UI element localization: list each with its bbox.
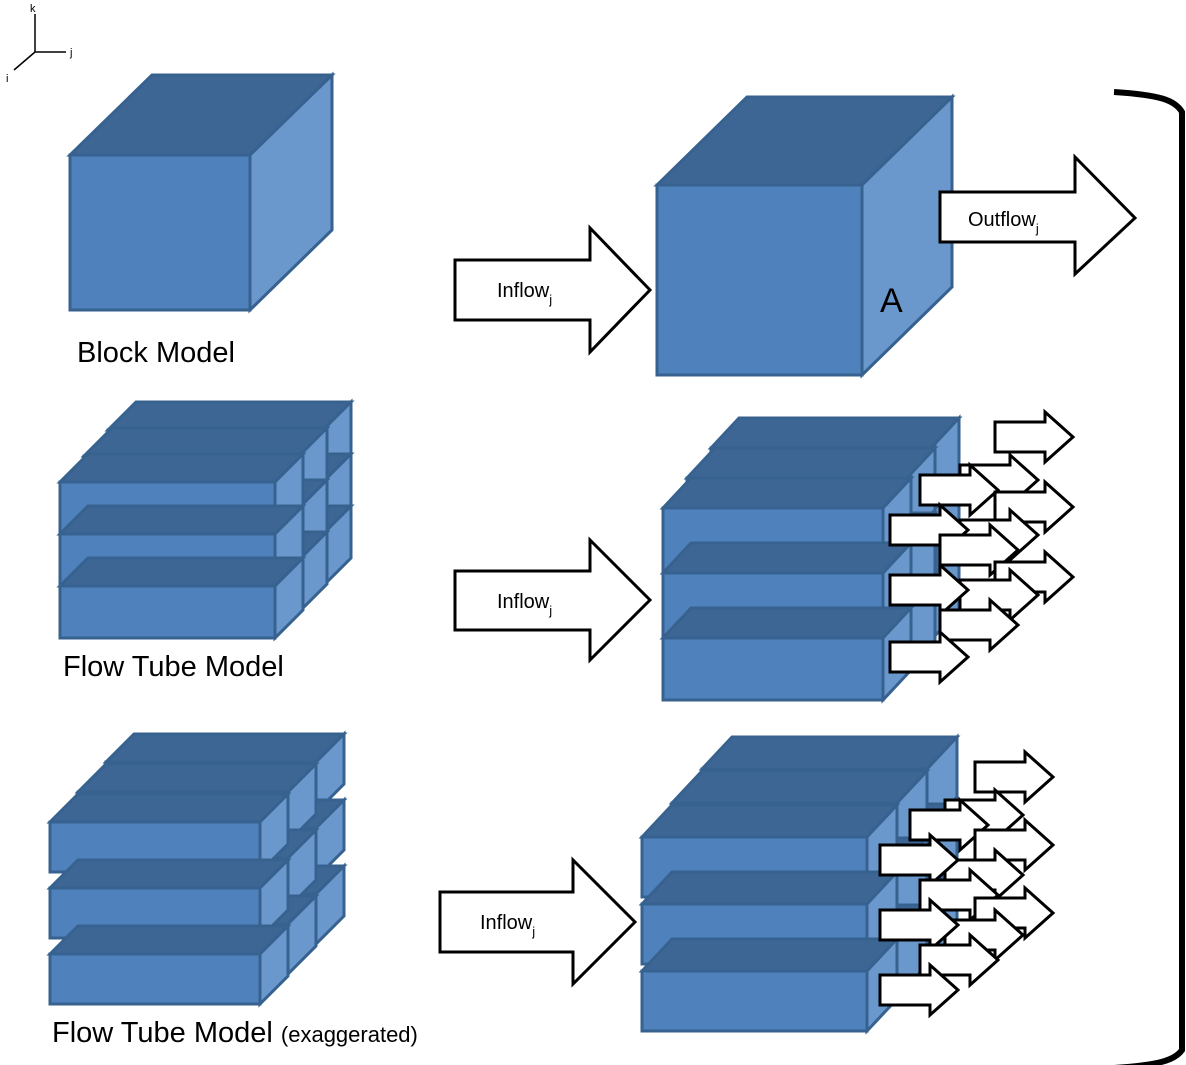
tube-box-top <box>668 769 931 805</box>
outflow-arrow-group <box>878 408 1076 1019</box>
cube-front-face <box>655 183 864 377</box>
outflow-arrow-small <box>888 561 971 619</box>
tube-box-top <box>659 541 915 575</box>
cube-front-face <box>68 153 252 312</box>
block-model-cube <box>66 71 336 314</box>
axis-j-label: j <box>69 47 72 59</box>
right-bracket <box>1113 89 1185 1065</box>
flow-tube-exaggerated-label: Flow Tube Model (exaggerated) <box>52 1017 418 1049</box>
outflow-arrow-small <box>878 896 961 954</box>
inflow-arrow-bottom: Inflowj <box>438 856 638 988</box>
inflow-arrow-top: Inflowj <box>453 224 653 356</box>
svg-text:Inflowj: Inflowj <box>497 280 552 307</box>
axis-k-label: k <box>30 3 36 15</box>
tube-box-top <box>46 858 292 890</box>
tube-box-top <box>638 937 901 973</box>
tube-box-top <box>46 792 292 824</box>
svg-text:Outflowj: Outflowj <box>968 209 1039 236</box>
tube-box-top <box>102 732 348 764</box>
tube-box-top <box>80 426 331 458</box>
axis-indicator: k j i <box>6 3 72 85</box>
tube-box-top <box>56 504 307 536</box>
tube-box-top <box>74 762 320 794</box>
tube-box-top <box>104 400 355 432</box>
outflow-arrow-small <box>918 461 1001 519</box>
outflow-arrow-small <box>993 408 1076 466</box>
tube-box-top <box>659 476 915 510</box>
tube-box-top <box>638 870 901 906</box>
cube-a: A <box>653 93 956 379</box>
tube-box-top <box>46 924 292 956</box>
outflow-arrow-small <box>878 961 961 1019</box>
tube-box-top <box>56 556 307 588</box>
outflow-arrow-small <box>878 831 961 889</box>
tube-box-top <box>683 446 939 480</box>
flow-tube-stack-bottom <box>638 733 961 1035</box>
flow-tube-exaggerated-cubes <box>46 730 348 1008</box>
outflow-arrow-small <box>973 748 1056 806</box>
tube-box-front <box>48 952 262 1006</box>
tube-box-top <box>698 735 961 771</box>
flow-tube-model-cubes <box>56 398 355 642</box>
svg-text:Inflowj: Inflowj <box>480 912 535 939</box>
tube-box-top <box>638 803 901 839</box>
tube-box-top <box>659 606 915 640</box>
axis-i-label: i <box>6 73 8 85</box>
tube-box-front <box>58 584 277 640</box>
flow-tube-model-label: Flow Tube Model <box>63 651 284 683</box>
outflow-arrow-small <box>888 628 971 686</box>
tube-box-top <box>56 452 307 484</box>
svg-text:Inflowj: Inflowj <box>497 591 552 618</box>
tube-box-top <box>707 416 963 450</box>
tube-box-front <box>640 969 869 1033</box>
inflow-arrow-middle: Inflowj <box>453 536 653 664</box>
outflow-arrow: Outflowj <box>938 153 1138 278</box>
block-model-label: Block Model <box>77 337 235 369</box>
tube-box-front <box>661 636 885 702</box>
cube-a-label: A <box>880 282 903 320</box>
